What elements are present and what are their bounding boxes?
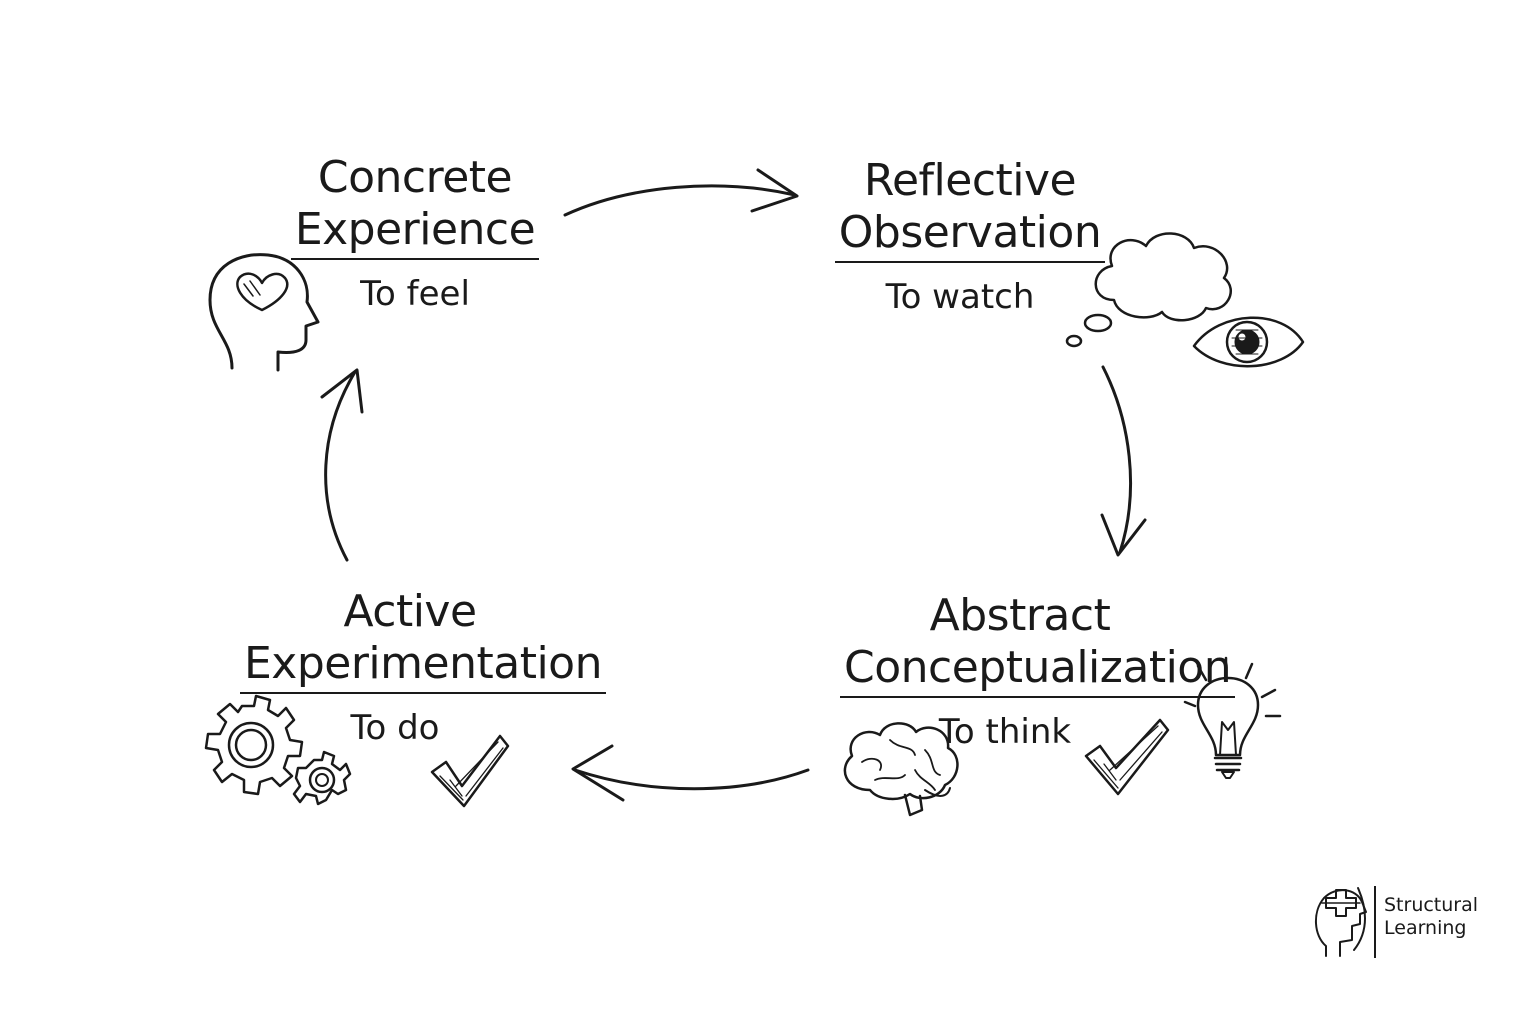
brain-icon xyxy=(843,722,959,817)
lightbulb-icon xyxy=(1183,656,1282,779)
arrow-ro-to-ac xyxy=(1100,365,1147,557)
arrow-ac-to-ae xyxy=(571,744,810,802)
structural-learning-logo: Structural Learning xyxy=(1308,884,1488,960)
stage-title-line2: Observation xyxy=(834,207,1106,263)
checkmark-icon-ac xyxy=(1084,718,1170,796)
stage-title-line1: Active xyxy=(343,586,477,637)
stage-title-line1: Concrete xyxy=(317,152,513,203)
stage-title: Concrete Experience xyxy=(280,152,550,260)
arrow-ce-to-ro xyxy=(563,168,799,217)
gears-icon xyxy=(204,694,352,806)
stage-subtitle: To feel xyxy=(360,274,470,314)
stage-reflective-observation: Reflective Observation To watch xyxy=(830,155,1110,317)
stage-title: Active Experimentation xyxy=(240,586,606,694)
logo-mark-icon xyxy=(1315,887,1367,957)
stage-concrete-experience: Concrete Experience To feel xyxy=(280,152,550,314)
logo-divider xyxy=(1374,886,1376,958)
head-heart-icon xyxy=(208,253,320,372)
stage-title: Reflective Observation xyxy=(830,155,1110,263)
stage-title-line2: Experimentation xyxy=(240,638,606,694)
stage-subtitle: To think xyxy=(938,712,1072,752)
stage-title-line2: Conceptualization xyxy=(840,642,1236,698)
checkmark-icon-ae xyxy=(430,734,510,808)
stage-abstract-conceptualization: Abstract Conceptualization To think xyxy=(840,590,1236,752)
stage-title-line2: Experience xyxy=(290,204,540,260)
eye-icon xyxy=(1192,316,1305,368)
stage-title-line1: Abstract xyxy=(929,590,1111,641)
arrow-ae-to-ce xyxy=(320,368,364,562)
logo-text: Structural Learning xyxy=(1384,894,1478,940)
logo-text-line1: Structural xyxy=(1384,894,1479,916)
stage-title-line1: Reflective xyxy=(863,155,1077,206)
stage-subtitle: To watch xyxy=(885,277,1035,317)
stage-subtitle: To do xyxy=(350,708,440,748)
stage-title: Abstract Conceptualization xyxy=(840,590,1236,698)
thought-cloud-icon xyxy=(1065,232,1232,348)
logo-text-line2: Learning xyxy=(1384,917,1467,939)
stage-active-experimentation: Active Experimentation To do xyxy=(240,586,606,748)
